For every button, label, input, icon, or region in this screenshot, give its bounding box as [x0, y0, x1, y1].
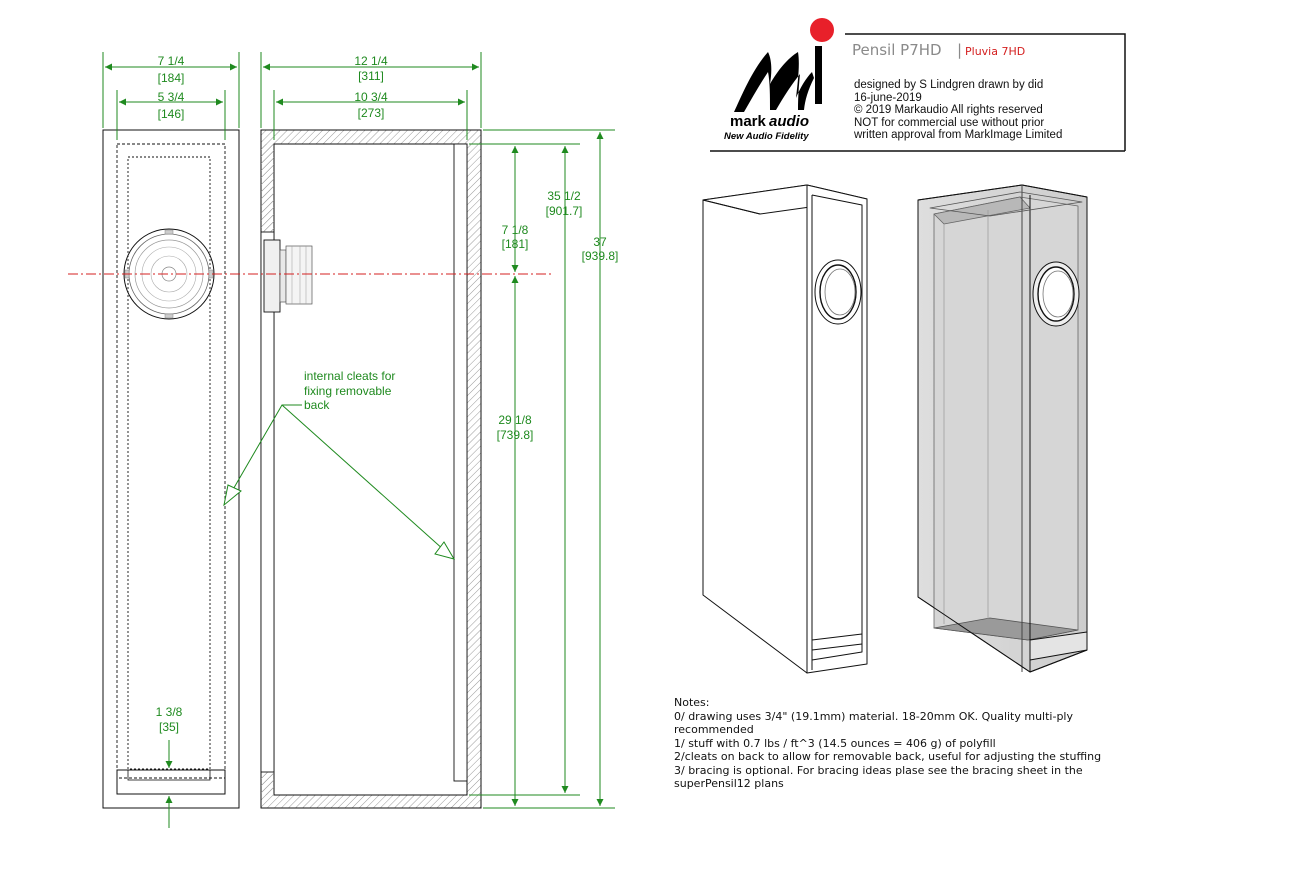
note-item-2: 2/cleats on back to allow for removable … — [674, 750, 1102, 763]
dim-side-inner-in: 10 3/4 — [354, 90, 388, 104]
callout-line-3: back — [304, 398, 330, 412]
dim-side-inner-mm: [273] — [358, 106, 385, 120]
dim-inner-height-mm: [901.7] — [546, 204, 583, 218]
notes-block: Notes: 0/ drawing uses 3/4" (19.1mm) mat… — [674, 696, 1144, 791]
front-panel-inner-dashed — [116, 143, 226, 779]
note-item-0: 0/ drawing uses 3/4" (19.1mm) material. … — [674, 709, 1074, 737]
tb-line-1: designed by S Lindgren drawn by did — [854, 79, 1043, 91]
tb-separator: | — [957, 41, 962, 59]
logo-m-glyph — [734, 52, 814, 112]
dim-lower-height-mm: [739.8] — [497, 428, 534, 442]
dim-lower-height-in: 29 1/8 — [498, 413, 532, 427]
iso-view-solid — [702, 184, 868, 674]
logo-red-dot — [810, 18, 834, 42]
callout-line-1: internal cleats for — [304, 369, 395, 383]
front-view — [102, 129, 240, 809]
callout-line-2: fixing removable — [304, 384, 392, 398]
port-slot — [127, 769, 211, 781]
tb-line-2: 16-june-2019 — [854, 92, 922, 104]
dim-front-outer-mm: [184] — [158, 71, 185, 85]
notes-heading: Notes: — [674, 696, 710, 709]
iso-view-transparent — [917, 184, 1088, 673]
note-item-3: 3/ bracing is optional. For bracing idea… — [674, 763, 1083, 791]
title-block: mark audio New Audio Fidelity Pensil P7H… — [710, 18, 1126, 152]
logo-brand-bold: mark — [730, 113, 767, 130]
dim-front-outer-in: 7 1/4 — [158, 54, 185, 68]
cleats-callout: internal cleats for fixing removable bac… — [223, 369, 456, 560]
baffle-inner-board — [260, 231, 275, 773]
tb-line-5: written approval from MarkImage Limited — [853, 129, 1062, 141]
side-section-view — [260, 129, 482, 809]
tb-title: Pensil P7HD — [852, 41, 942, 59]
dimensions — [102, 52, 615, 828]
logo-tagline: New Audio Fidelity — [724, 131, 809, 142]
front-panel-baffle-dotted — [127, 156, 211, 770]
tb-line-4: NOT for commercial use without prior — [854, 117, 1044, 129]
dim-port-in: 1 3/8 — [156, 705, 183, 719]
dim-outer-height-in: 37 — [593, 235, 607, 249]
dim-driver-height-mm: [181] — [502, 237, 529, 251]
dim-side-outer-mm: [311] — [358, 69, 384, 83]
tb-subtitle: Pluvia 7HD — [965, 45, 1025, 58]
markaudio-logo: mark audio New Audio Fidelity — [724, 18, 834, 142]
dim-side-outer-in: 12 1/4 — [354, 54, 388, 68]
cleat-back — [453, 143, 468, 782]
dim-front-inner-in: 5 3/4 — [158, 90, 185, 104]
dim-outer-height-mm: [939.8] — [582, 249, 619, 263]
side-interior — [273, 143, 468, 796]
front-panel-outline — [102, 129, 240, 809]
note-item-1: 1/ stuff with 0.7 lbs / ft^3 (14.5 ounce… — [674, 736, 996, 750]
dim-inner-height-in: 35 1/2 — [547, 189, 581, 203]
driver-side — [263, 239, 313, 313]
logo-brand-italic: audio — [769, 113, 809, 130]
dim-port-mm: [35] — [159, 720, 179, 734]
tb-line-3: © 2019 Markaudio All rights reserved — [854, 104, 1043, 116]
dim-driver-height-in: 7 1/8 — [502, 223, 529, 237]
dim-front-inner-mm: [146] — [158, 107, 185, 121]
